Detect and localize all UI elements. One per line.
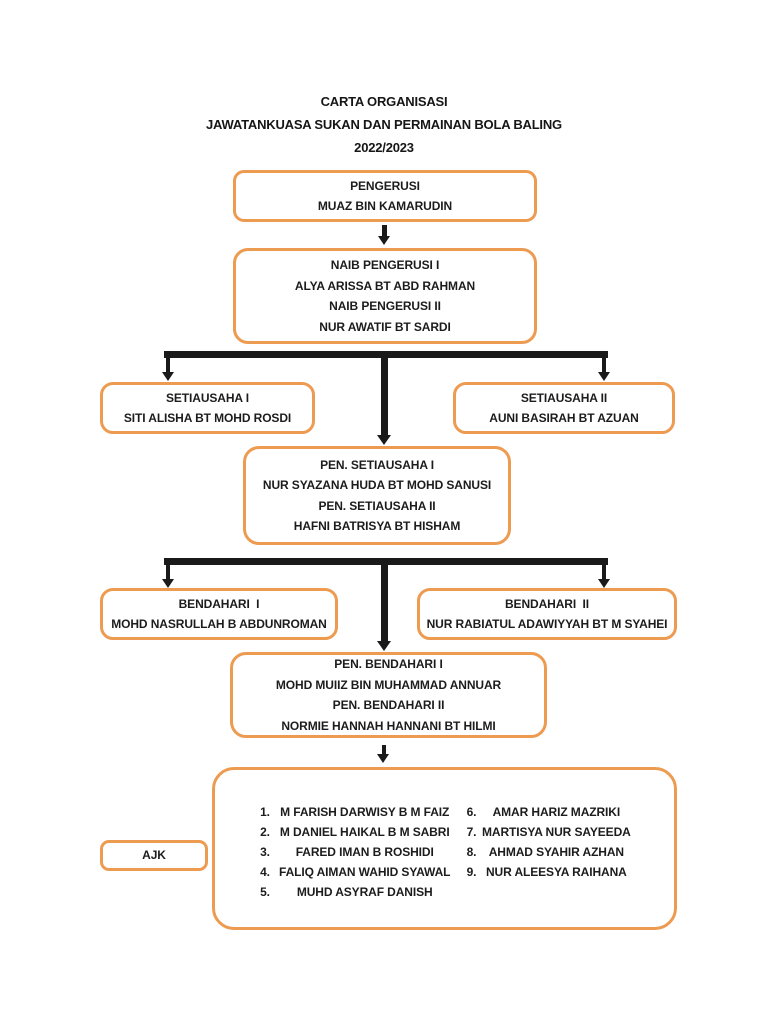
box-text-line: NAIB PENGERUSI I	[330, 258, 440, 272]
ajk-member-number: 2.	[260, 825, 270, 839]
chart-title-line1: CARTA ORGANISASI	[320, 94, 448, 109]
ajk-member-name: AMAR HARIZ MAZRIKI	[492, 805, 621, 819]
box-text-line: PEN. SETIAUSAHA I	[320, 457, 434, 472]
ajk-member-row: 7. MARTISYA NUR SAYEEDA	[461, 822, 631, 842]
ajk-member-name: AHMAD SYAHIR AZHAN	[488, 845, 625, 859]
box-text-line: MOHD MUIIZ BIN MUHAMMAD ANNUAR	[275, 677, 502, 692]
box-naib-pengerusi: NAIB PENGERUSI I ALYA ARISSA BT ABD RAHMA…	[233, 248, 537, 344]
box-text-line: NUR SYAZANA HUDA BT MOHD SANUSI	[262, 478, 492, 492]
connector-t2-center-arrowhead	[377, 641, 391, 651]
box-text-line: PENGERUSI	[350, 178, 420, 193]
box-pen-setiausaha: PEN. SETIAUSAHA I NUR SYAZANA HUDA BT MOH…	[243, 446, 511, 545]
ajk-member-name: MARTISYA NUR SAYEEDA	[482, 825, 631, 839]
chart-title-line2: JAWATANKUASA SUKAN DAN PERMAINAN BOLA BA…	[206, 117, 562, 132]
connector-pengerusi-naib-arrowhead	[378, 236, 390, 245]
ajk-member-name: NUR ALEESYA RAIHANA	[485, 865, 627, 879]
box-text-line: PEN. SETIAUSAHA II	[318, 498, 436, 513]
box-bendahari-i: BENDAHARI I MOHD NASRULLAH B ABDUNROMAN	[100, 588, 338, 640]
ajk-member-number: 6.	[466, 805, 477, 819]
box-text-line: NUR AWATIF BT SARDI	[319, 319, 451, 334]
ajk-member-row: 6. AMAR HARIZ MAZRIKI	[461, 802, 631, 822]
connector-penbendahari-ajk-line	[382, 745, 386, 755]
ajk-members-column-2: 6. AMAR HARIZ MAZRIKI 7. MARTISYA NUR SAYEE…	[461, 802, 631, 882]
connector-t2-right-arrowhead	[598, 579, 610, 588]
ajk-member-row: 5. MUHD ASYRAF DANISH	[251, 882, 450, 902]
ajk-member-name: MUHD ASYRAF DANISH	[296, 885, 433, 899]
ajk-member-number: 1.	[260, 805, 270, 819]
connector-t1-right-drop	[602, 358, 606, 374]
box-bendahari-ii: BENDAHARI II NUR RABIATUL ADAWIYYAH BT M …	[417, 588, 677, 640]
box-text-line: PEN. BENDAHARI I	[334, 657, 443, 671]
ajk-member-row: 8. AHMAD SYAHIR AZHAN	[461, 842, 631, 862]
ajk-member-name: M FARISH DARWISY B M FAIZ	[280, 805, 450, 819]
box-setiausaha-ii: SETIAUSAHA II AUNI BASIRAH BT AZUAN	[453, 382, 675, 434]
connector-penbendahari-ajk-arrowhead	[377, 754, 389, 763]
connector-t2-right-drop	[602, 565, 606, 581]
box-text-line: SETIAUSAHA I	[165, 390, 250, 405]
chart-title: CARTA ORGANISASI JAWATANKUASA SUKAN DAN …	[0, 90, 768, 159]
box-text-line: NAIB PENGERUSI II	[329, 299, 441, 313]
box-text-line: MOHD NASRULLAH B ABDUNROMAN	[111, 617, 327, 631]
ajk-member-number: 9.	[466, 865, 477, 879]
connector-t2-left-drop	[166, 565, 170, 581]
ajk-member-number: 3.	[260, 845, 270, 859]
ajk-member-name: FALIQ AIMAN WAHID SYAWAL	[279, 865, 451, 879]
box-text-line: NORMIE HANNAH HANNANI BT HILMI	[281, 718, 496, 733]
ajk-member-row: 4. FALIQ AIMAN WAHID SYAWAL	[251, 862, 450, 882]
connector-pengerusi-naib-line	[382, 225, 387, 237]
ajk-member-number: 8.	[466, 845, 477, 859]
connector-t2-center-drop	[381, 558, 388, 642]
ajk-members-column-1: 1. M FARISH DARWISY B M FAIZ 2. M DANIEL HA…	[251, 802, 450, 902]
connector-t2-left-arrowhead	[162, 579, 174, 588]
box-pen-bendahari: PEN. BENDAHARI I MOHD MUIIZ BIN MUHAMMAD …	[230, 652, 547, 738]
box-text-line: MUAZ BIN KAMARUDIN	[317, 199, 453, 213]
ajk-member-row: 2. M DANIEL HAIKAL B M SABRI	[251, 822, 450, 842]
connector-t1-left-arrowhead	[162, 372, 174, 381]
ajk-member-number: 4.	[260, 865, 270, 879]
box-pengerusi: PENGERUSI MUAZ BIN KAMARUDIN	[233, 170, 537, 222]
box-text-line: BENDAHARI I	[178, 596, 260, 611]
box-text-line: NUR RABIATUL ADAWIYYAH BT M SYAHEI	[426, 617, 668, 631]
box-setiausaha-i: SETIAUSAHA I SITI ALISHA BT MOHD ROSDI	[100, 382, 315, 434]
connector-t1-left-drop	[166, 358, 170, 374]
ajk-member-number: 7.	[466, 825, 477, 839]
box-ajk-members: 1. M FARISH DARWISY B M FAIZ 2. M DANIEL HA…	[212, 767, 677, 930]
ajk-member-name: FARED IMAN B ROSHIDI	[295, 845, 434, 859]
chart-title-line3: 2022/2023	[354, 140, 414, 155]
ajk-label-text: AJK	[142, 848, 166, 863]
box-text-line: PEN. BENDAHARI II	[332, 698, 445, 712]
box-ajk-label: AJK	[100, 840, 208, 871]
ajk-member-row: 3. FARED IMAN B ROSHIDI	[251, 842, 450, 862]
ajk-member-row: 9. NUR ALEESYA RAIHANA	[461, 862, 631, 882]
box-text-line: SITI ALISHA BT MOHD ROSDI	[123, 411, 292, 425]
connector-t1-center-drop	[381, 351, 388, 438]
connector-t1-right-arrowhead	[598, 372, 610, 381]
box-text-line: HAFNI BATRISYA BT HISHAM	[293, 519, 461, 533]
ajk-member-number: 5.	[260, 885, 270, 899]
box-text-line: ALYA ARISSA BT ABD RAHMAN	[294, 278, 476, 293]
ajk-member-name: M DANIEL HAIKAL B M SABRI	[279, 825, 450, 839]
box-text-line: SETIAUSAHA II	[520, 390, 608, 405]
ajk-member-row: 1. M FARISH DARWISY B M FAIZ	[251, 802, 450, 822]
box-text-line: AUNI BASIRAH BT AZUAN	[489, 411, 639, 425]
connector-t1-center-arrowhead	[377, 435, 391, 445]
box-text-line: BENDAHARI II	[504, 596, 590, 611]
